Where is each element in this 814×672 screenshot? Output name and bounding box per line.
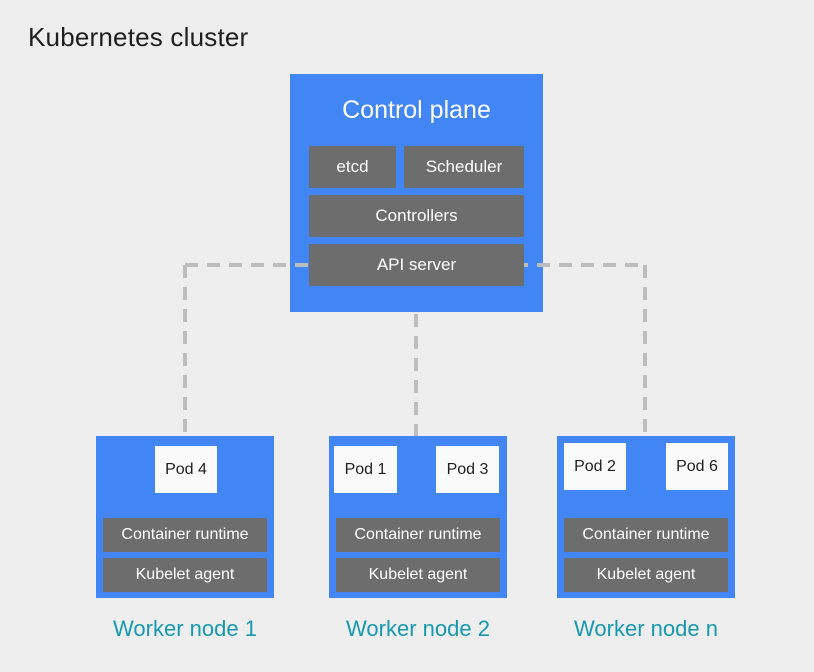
component-kubelet-agent: Kubelet agent <box>336 558 500 592</box>
worker-node-1-box: Pod 4 Container runtime Kubelet agent <box>96 436 274 598</box>
connector-vertical-right <box>643 265 647 436</box>
pod-3: Pod 3 <box>436 446 499 493</box>
control-plane-title: Control plane <box>342 96 491 124</box>
component-container-runtime: Container runtime <box>564 518 728 552</box>
pod-6: Pod 6 <box>666 443 728 490</box>
component-container-runtime: Container runtime <box>336 518 500 552</box>
component-controllers: Controllers <box>309 195 524 237</box>
connector-vertical-center <box>414 314 418 436</box>
worker-node-n-label: Worker node n <box>574 616 718 641</box>
control-plane-box: Control plane etcd Scheduler Controllers… <box>290 74 543 312</box>
connector-vertical-left <box>183 265 187 436</box>
pod-2: Pod 2 <box>564 443 626 490</box>
pod-4: Pod 4 <box>155 446 217 493</box>
component-kubelet-agent: Kubelet agent <box>564 558 728 592</box>
worker-node-2-label: Worker node 2 <box>346 616 490 641</box>
worker-node-1-label: Worker node 1 <box>113 616 257 641</box>
component-etcd: etcd <box>309 146 396 188</box>
component-api-server: API server <box>309 244 524 286</box>
component-container-runtime: Container runtime <box>103 518 267 552</box>
worker-node-n-box: Pod 2 Pod 6 Container runtime Kubelet ag… <box>557 436 735 598</box>
diagram-title: Kubernetes cluster <box>28 22 249 52</box>
component-scheduler: Scheduler <box>404 146 524 188</box>
pod-1: Pod 1 <box>334 446 397 493</box>
worker-node-2-box: Pod 1 Pod 3 Container runtime Kubelet ag… <box>329 436 507 598</box>
component-kubelet-agent: Kubelet agent <box>103 558 267 592</box>
